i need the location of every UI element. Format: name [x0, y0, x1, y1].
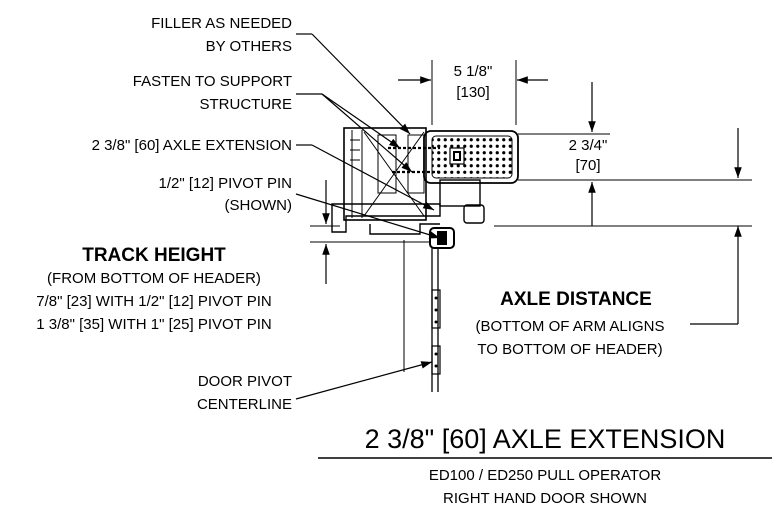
- dimension-arrows: [322, 76, 742, 325]
- drawing-title: 2 3/8" [60] AXLE EXTENSION: [365, 424, 726, 454]
- width-dim-mm: [130]: [456, 84, 489, 101]
- header-support-block: [343, 127, 427, 221]
- track-height-line3: 1 3/8" [35] WITH 1" [25] PIVOT PIN: [36, 316, 271, 333]
- pivot-pin-axle: [429, 227, 455, 249]
- drawing-subtitle-line2: RIGHT HAND DOOR SHOWN: [443, 490, 647, 507]
- track-height-line1: (FROM BOTTOM OF HEADER): [47, 270, 261, 287]
- axle-distance-line1: (BOTTOM OF ARM ALIGNS: [476, 318, 665, 335]
- height-dim-inches: 2 3/4": [569, 137, 608, 154]
- callout-labels: FILLER AS NEEDED BY OTHERS FASTEN TO SUP…: [36, 15, 664, 413]
- filler-label-line1: FILLER AS NEEDED: [151, 15, 292, 32]
- pivot-pin-label-line2: (SHOWN): [225, 197, 293, 214]
- dimension-labels: 5 1/8" [130] 2 3/4" [70]: [454, 63, 608, 174]
- leader-lines: [295, 33, 441, 400]
- height-dim-mm: [70]: [575, 157, 600, 174]
- width-dim-inches: 5 1/8": [454, 63, 493, 80]
- fasten-label-line1: FASTEN TO SUPPORT: [133, 73, 292, 90]
- door-pivot-label-line2: CENTERLINE: [197, 396, 292, 413]
- axle-distance-line2: TO BOTTOM OF HEADER): [477, 341, 662, 358]
- track-height-title: TRACK HEIGHT: [82, 245, 226, 266]
- filler-label-line2: BY OTHERS: [206, 38, 292, 55]
- axle-distance-title: AXLE DISTANCE: [500, 289, 652, 310]
- reference-lines: [310, 60, 752, 243]
- title-block: 2 3/8" [60] AXLE EXTENSION ED100 / ED250…: [318, 424, 772, 507]
- arm-bracket: [331, 179, 485, 235]
- mechanical-drawing: [295, 33, 752, 400]
- door-and-hinges: [403, 240, 441, 392]
- door-pivot-label-line1: DOOR PIVOT: [198, 373, 292, 390]
- operator-housing: [423, 130, 519, 184]
- fasten-label-line2: STRUCTURE: [200, 96, 293, 113]
- axle-extension-label: 2 3/8" [60] AXLE EXTENSION: [92, 137, 292, 154]
- track-height-line2: 7/8" [23] WITH 1/2" [12] PIVOT PIN: [36, 293, 271, 310]
- pivot-pin-label-line1: 1/2" [12] PIVOT PIN: [159, 175, 292, 192]
- drawing-subtitle-line1: ED100 / ED250 PULL OPERATOR: [429, 467, 661, 484]
